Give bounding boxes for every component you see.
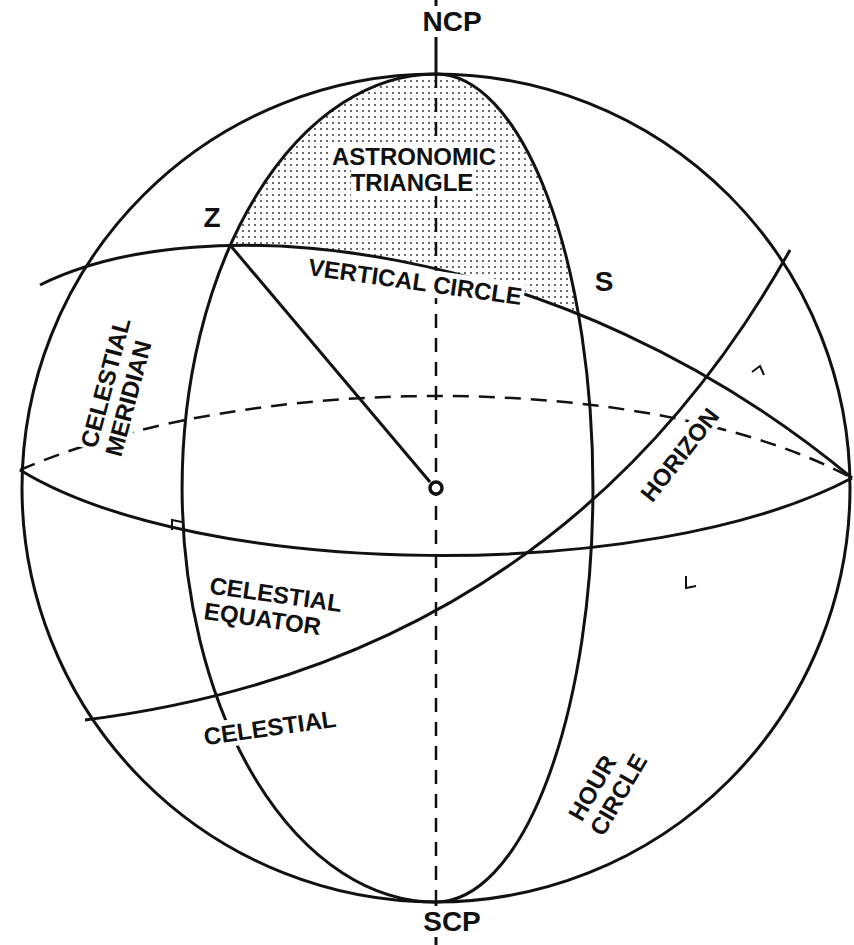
pole-label: NCP [407,7,497,37]
vertical-circle [40,245,852,478]
hour-circle [436,74,593,902]
right-angle-mark [686,576,696,588]
right-angle-mark [172,520,182,530]
label-text: CELESTIAL MERIDIAN [75,315,157,459]
label-text: SCP [421,906,483,937]
circle-label: HOUR CIRCLE [563,710,668,840]
circle-label: CELESTIAL MERIDIAN [76,301,165,459]
label-text: VERTICAL CIRCLE [304,253,525,310]
label-text: HORIZON [634,401,726,508]
equator-front [20,470,852,555]
celestial-meridian [182,74,436,902]
circle-label: VERTICAL CIRCLE [270,249,561,315]
label-text: Z [201,202,222,233]
label-text: HOUR CIRCLE [562,747,653,840]
center-point [430,482,442,494]
label-text: ASTRONOMIC TRIANGLE [330,143,496,196]
point-label: S [587,267,621,297]
sphere-outline [22,74,850,902]
circle-label: CELESTIAL EQUATOR [202,572,407,651]
region-label: ASTRONOMIC TRIANGLE [313,144,513,196]
horizon-line [85,250,790,720]
equator-back [20,396,852,478]
point-label: Z [195,203,229,233]
astronomic-triangle [230,74,578,314]
label-text: CELESTIAL [200,705,340,751]
label-text: NCP [420,6,483,37]
label-text: CELESTIAL EQUATOR [202,571,343,640]
right-angle-mark [752,366,764,375]
pole-label: SCP [407,907,497,937]
label-text: S [593,266,616,297]
circle-label: CELESTIAL [189,704,351,752]
circle-label: HORIZON [627,392,734,518]
